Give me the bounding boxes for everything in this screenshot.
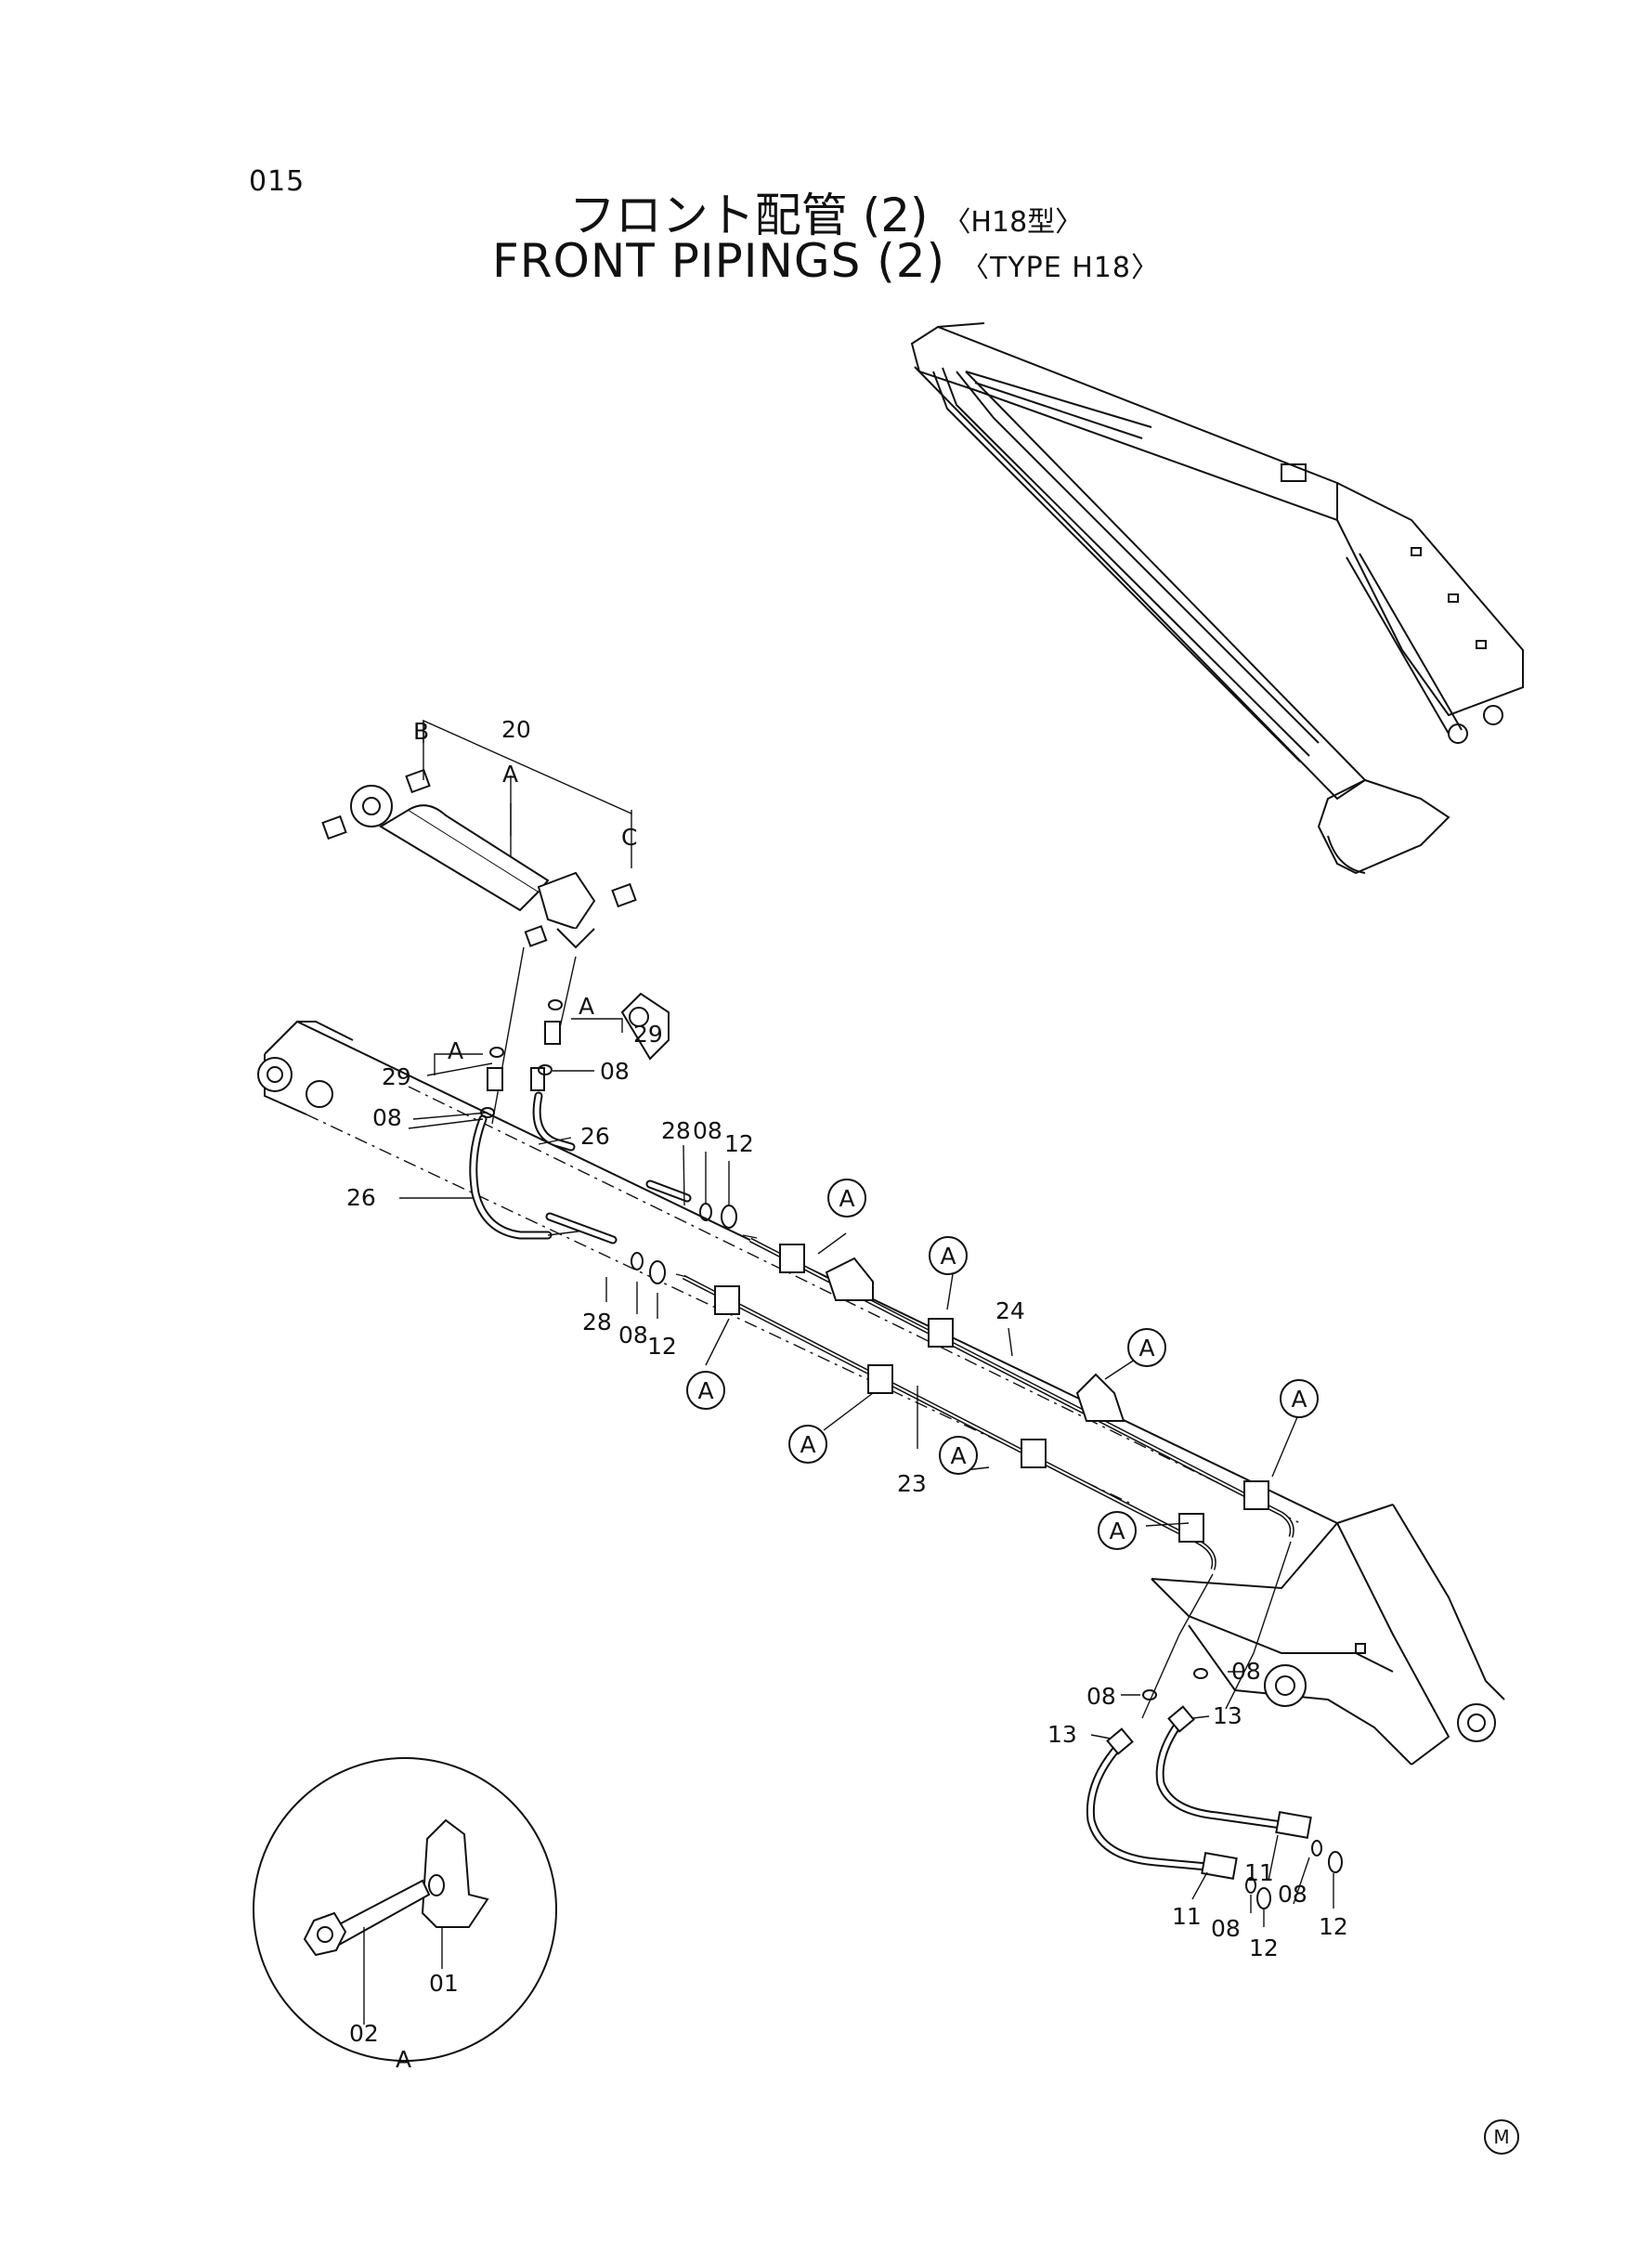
label-13-left: 13: [1047, 1721, 1077, 1748]
leader-lines: [399, 771, 1334, 1927]
svg-text:A: A: [940, 1243, 956, 1270]
clamp-23-4: [1178, 1513, 1204, 1543]
label-a-29-left: A: [448, 1037, 463, 1064]
clamp-23-3: [1021, 1439, 1047, 1468]
label-08-upper-mid: 08: [693, 1117, 722, 1144]
boom-outline: [257, 992, 1505, 1765]
callout-a-6: A: [788, 1425, 827, 1464]
svg-text:A: A: [697, 1377, 713, 1404]
label-23: 23: [897, 1470, 927, 1497]
callout-a-7: A: [939, 1436, 978, 1475]
svg-text:A: A: [1291, 1386, 1307, 1413]
clamp-24-1: [779, 1244, 805, 1273]
label-24: 24: [995, 1297, 1025, 1324]
label-a-cylinder: A: [502, 761, 518, 788]
label-26-left: 26: [346, 1184, 376, 1211]
svg-text:A: A: [1109, 1518, 1125, 1544]
label-01: 01: [429, 1970, 459, 1997]
adapter-29-right: [544, 1021, 561, 1045]
label-08-upper-left: 08: [372, 1104, 402, 1131]
label-26-right: 26: [580, 1123, 610, 1150]
label-08-low-left: 08: [1211, 1915, 1241, 1942]
label-11-right: 11: [1244, 1859, 1274, 1886]
adapter-29-left: [487, 1067, 503, 1091]
cylinder-assembly: [321, 719, 637, 1125]
label-02: 02: [349, 2020, 379, 2047]
label-08-mid-left: 08: [1086, 1683, 1116, 1710]
corner-mark: M: [1484, 2119, 1519, 2155]
label-08-lower: 08: [618, 1322, 648, 1348]
label-13-right: 13: [1213, 1702, 1242, 1729]
hoses-upper: [469, 999, 758, 1284]
clamp-23-1: [714, 1285, 740, 1315]
label-12-low-left: 12: [1249, 1935, 1279, 1961]
label-a-29-right: A: [579, 993, 594, 1020]
callout-a-5: A: [686, 1371, 725, 1410]
label-12-low-right: 12: [1319, 1913, 1348, 1940]
title-jp-main: フロント配管 (2): [568, 189, 929, 242]
title-en-main: FRONT PIPINGS (2): [492, 234, 946, 288]
label-11-left: 11: [1172, 1903, 1202, 1930]
overview-front-attachment: [910, 322, 1524, 875]
clamp-24-3: [1243, 1480, 1269, 1510]
pipe-lines: [682, 1237, 1294, 1719]
label-a-detail: A: [396, 2046, 411, 2073]
svg-text:A: A: [1138, 1335, 1154, 1362]
page-number: 015: [249, 165, 306, 198]
title-jp-sub: 〈H18型〉: [943, 206, 1084, 239]
label-29-right: 29: [633, 1021, 663, 1048]
title-en-sub: 〈TYPE H18〉: [961, 252, 1160, 284]
clamp-24-2: [928, 1318, 954, 1348]
svg-text:A: A: [800, 1431, 815, 1458]
clamp-23-2: [867, 1364, 893, 1394]
callout-a-8: A: [1098, 1511, 1137, 1550]
svg-text:A: A: [839, 1185, 854, 1212]
label-12-upper: 12: [724, 1130, 754, 1157]
callout-a-1: A: [827, 1179, 866, 1218]
label-28-lower: 28: [582, 1309, 612, 1335]
label-28-upper: 28: [661, 1117, 691, 1144]
title-japanese: フロント配管 (2) 〈H18型〉: [0, 178, 1652, 245]
label-b: B: [413, 718, 429, 745]
callout-a-3: A: [1127, 1328, 1166, 1367]
label-c: C: [621, 824, 637, 851]
label-29-left: 29: [382, 1063, 411, 1090]
label-20: 20: [501, 716, 531, 743]
title-english: FRONT PIPINGS (2) 〈TYPE H18〉: [0, 234, 1652, 288]
hoses-lower: [1086, 1668, 1343, 1909]
callouts: A A A A A A A A A: [686, 1179, 1319, 1550]
callout-a-4: A: [1280, 1379, 1319, 1418]
part-labels: 20 A B C A 29 A 29 08 08 26 26 28 08 12 …: [346, 716, 1348, 2073]
label-08-upper-right: 08: [600, 1058, 630, 1085]
callout-a-2: A: [929, 1236, 968, 1275]
label-12-lower: 12: [647, 1333, 677, 1360]
label-08-low-right: 08: [1278, 1881, 1307, 1908]
svg-text:A: A: [950, 1442, 966, 1469]
detail-a: [253, 1757, 557, 2062]
label-08-mid-right: 08: [1231, 1658, 1261, 1685]
